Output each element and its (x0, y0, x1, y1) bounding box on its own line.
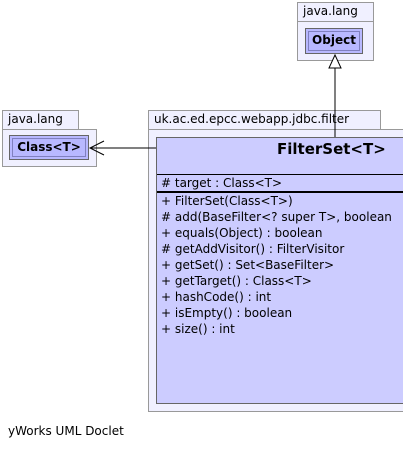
operations-separator (157, 191, 403, 193)
class-class-t[interactable]: Class<T> (9, 135, 89, 160)
package-name: java.lang (303, 4, 358, 18)
attributes-separator (157, 174, 403, 175)
class-class-t-border (12, 138, 86, 157)
class-class-t-name: Class<T> (17, 140, 81, 154)
class-filterset-name: FilterSet<T> (277, 140, 386, 158)
package-name: java.lang (8, 112, 63, 126)
footer-credit: yWorks UML Doclet (8, 424, 124, 438)
class-filterset[interactable]: FilterSet<T> # target : Class<T> + Filte… (156, 137, 403, 404)
operation-row: + hashCode() : int (161, 290, 272, 304)
package-tab-filter: uk.ac.ed.epcc.webapp.jdbc.filter (148, 110, 381, 130)
operation-row: + getSet() : Set<BaseFilter> (161, 258, 335, 272)
operation-row: + FilterSet(Class<T>) (161, 194, 293, 208)
operation-row: + isEmpty() : boolean (161, 306, 293, 320)
class-object[interactable]: Object (305, 28, 363, 54)
package-name: uk.ac.ed.epcc.webapp.jdbc.filter (154, 112, 350, 126)
operation-row: + size() : int (161, 322, 235, 336)
operation-row: + equals(Object) : boolean (161, 226, 323, 240)
attribute-row: # target : Class<T> (161, 176, 283, 190)
class-object-name: Object (312, 33, 356, 47)
operation-row: # add(BaseFilter<? super T>, boolean (161, 210, 392, 224)
operation-row: # getAddVisitor() : FilterVisitor (161, 242, 345, 256)
generalization-arrowhead (328, 53, 342, 69)
association-arrowhead (88, 140, 105, 156)
class-object-border (308, 31, 360, 51)
operation-row: + getTarget() : Class<T> (161, 274, 312, 288)
